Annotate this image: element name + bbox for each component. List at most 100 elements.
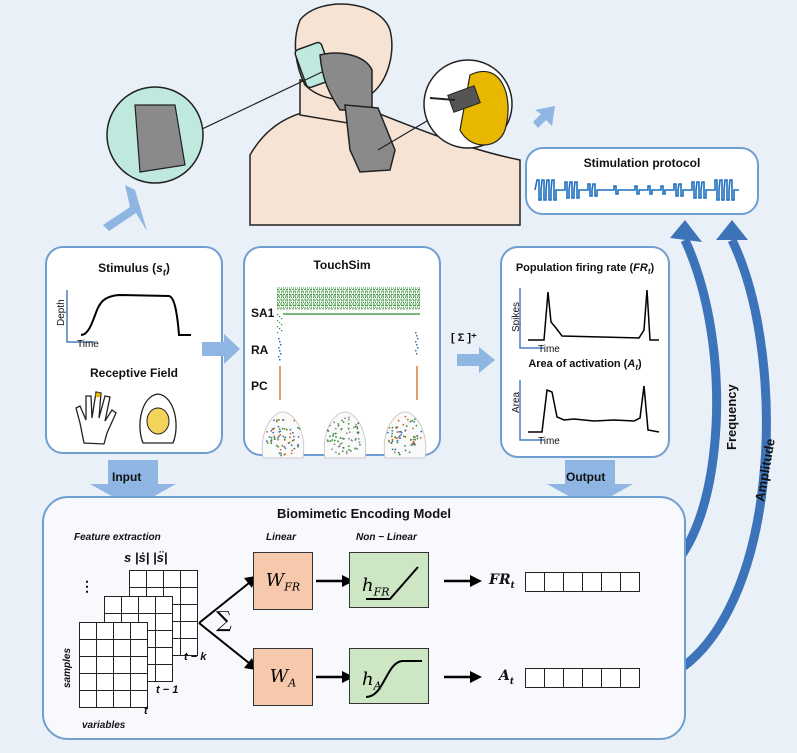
afferent-dot <box>289 436 291 439</box>
afferent-dot <box>281 419 284 421</box>
matrix-cell <box>155 630 173 648</box>
arrow-protocol-to-implant <box>533 106 555 128</box>
afferent-dot <box>412 435 415 438</box>
afferent-dot <box>352 426 355 429</box>
afferent-dot <box>283 438 286 441</box>
sa1-spike <box>281 318 283 320</box>
matrix-cell <box>155 613 173 631</box>
afferent-dot <box>357 431 360 434</box>
arrow-wfr-to-hfr <box>316 575 354 587</box>
afferent-dot <box>357 422 360 425</box>
afferent-dot <box>338 453 341 455</box>
ra-spike <box>417 347 419 349</box>
h-a-label: hA <box>362 669 382 693</box>
touchsim-title: TouchSim <box>313 258 371 272</box>
afferent-dot <box>419 436 422 439</box>
afferent-dot <box>348 431 351 434</box>
afferent-dot <box>334 432 337 435</box>
touchsim-row-pc: PC <box>251 379 268 393</box>
afferent-dot <box>297 445 300 448</box>
afferent-dot <box>345 450 348 453</box>
afferent-dot <box>398 453 401 456</box>
arrow-stimulus-to-touchsim <box>202 334 240 364</box>
afferent-dot <box>284 453 286 455</box>
afferent-dot <box>339 437 342 439</box>
afferent-dot <box>394 448 397 451</box>
sa1-spike <box>281 324 283 326</box>
rectify-operator: [ Σ ]⁺ <box>451 332 477 344</box>
afferent-dot <box>391 438 394 441</box>
stimulation-protocol-panel: Stimulation protocol <box>525 147 759 215</box>
afferent-dot <box>413 420 415 423</box>
afferent-dot <box>356 448 359 450</box>
afferent-dot <box>333 439 336 442</box>
afferent-dot <box>347 427 350 430</box>
afferent-dot <box>335 436 337 438</box>
afferent-dot <box>404 444 407 447</box>
afferent-dot <box>284 447 287 450</box>
ra-spike <box>416 344 418 346</box>
afferent-dot <box>391 429 394 432</box>
matrix-cell <box>113 622 131 640</box>
relu-curve <box>366 566 419 600</box>
afferent-dot <box>339 443 342 445</box>
afferent-dot <box>390 435 393 438</box>
afferent-dot <box>410 444 413 447</box>
afferent-dot <box>283 445 286 448</box>
afferent-dot <box>277 438 280 441</box>
feature-extraction-label: Feature extraction <box>74 532 161 543</box>
afferent-dot <box>358 441 361 444</box>
matrix-cell <box>96 673 114 691</box>
afferent-dot <box>291 431 294 434</box>
afferent-dot <box>293 447 296 450</box>
afferent-dot <box>337 440 339 443</box>
matrix-cell <box>113 656 131 674</box>
t-minus-1-label: t − 1 <box>156 684 179 696</box>
afferent-dot <box>396 439 399 442</box>
matrix-cell <box>113 639 131 657</box>
nonlinear-box-fr: hFR <box>349 552 429 608</box>
matrix-cell <box>79 673 97 691</box>
matrix-cell <box>96 622 114 640</box>
afferent-dot <box>329 440 332 443</box>
afferent-dot <box>337 423 340 425</box>
afferent-dot <box>411 419 414 422</box>
afferent-dot <box>404 449 407 452</box>
afferent-dot <box>271 427 274 430</box>
afferent-dot <box>413 441 415 444</box>
afferent-dot <box>329 435 331 438</box>
afferent-dot <box>293 419 296 422</box>
afferent-dot <box>396 441 399 444</box>
afferent-dot <box>277 445 280 448</box>
touchsim-row-ra: RA <box>251 343 269 357</box>
h-fr-label: hFR <box>362 575 390 599</box>
touchsim-raster-plot <box>277 287 420 400</box>
ra-spike <box>279 359 281 361</box>
matrix-cell <box>79 622 97 640</box>
afferent-dot <box>348 437 350 440</box>
afferent-dot <box>290 452 293 455</box>
ra-spike <box>279 350 281 352</box>
matrix-cell <box>130 673 148 691</box>
matrix-cell <box>129 570 147 588</box>
afferent-dot <box>297 426 299 429</box>
afferent-dot <box>402 423 405 426</box>
person-illustration <box>106 3 521 226</box>
afferent-dot <box>282 435 285 438</box>
afferent-dot <box>334 427 337 430</box>
area-activation-plot <box>519 380 660 441</box>
afferent-dot <box>276 419 278 422</box>
ra-spike <box>415 332 417 334</box>
output-a-vector <box>525 668 640 688</box>
afferent-dot <box>414 438 417 441</box>
afferent-dot <box>273 438 276 441</box>
afferent-dot <box>289 428 292 431</box>
afferent-dot <box>347 445 350 448</box>
linear-box-fr: WFR <box>253 552 313 610</box>
arrow-touchsim-to-output <box>457 347 495 373</box>
encoding-model-title: Biomimetic Encoding Model <box>276 506 452 521</box>
variables-label: variables <box>82 720 126 731</box>
frequency-label: Frequency <box>724 384 739 450</box>
afferent-dot <box>387 439 390 442</box>
afferent-dot <box>400 431 403 434</box>
